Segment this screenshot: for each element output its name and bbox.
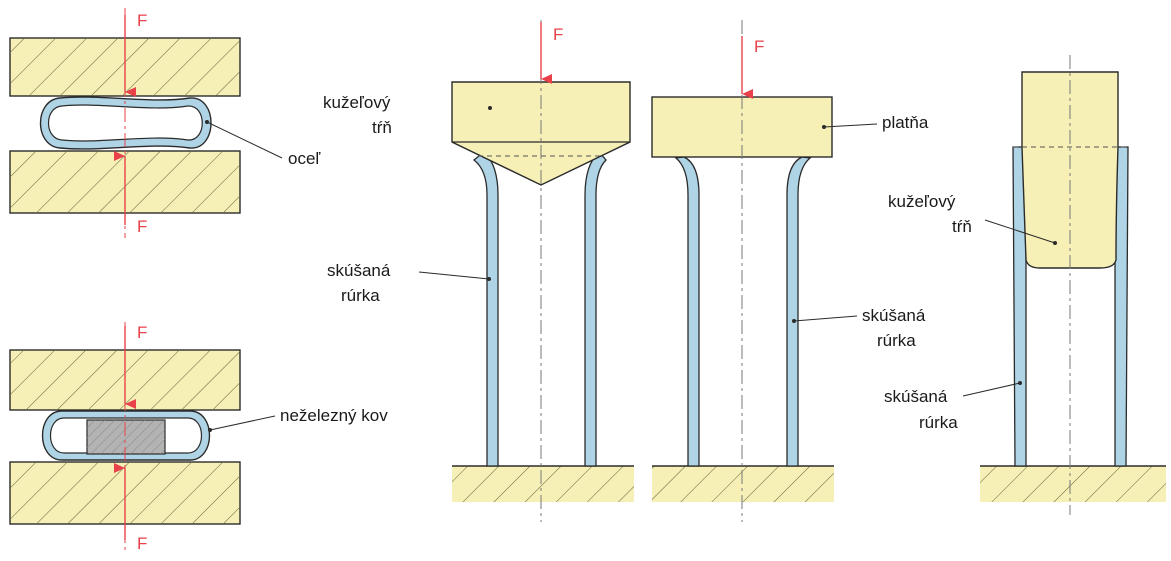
ring-expanding-test: kužeľový tŕň skúšaná rúrka [884, 55, 1166, 515]
tube-right-wall [786, 156, 812, 467]
flanging-test: F platňa skúšaná rúrka [651, 20, 929, 522]
leader-line-tube [418, 271, 490, 280]
force-label: F [754, 37, 764, 56]
leader-line-nonferrous [209, 415, 276, 431]
force-label-top: F [137, 323, 147, 342]
flattening-test-nonferrous: F F neželezný kov [9, 322, 388, 553]
flattening-test-steel: F F oceľ [9, 8, 321, 238]
leader-line-mandrel [984, 219, 1056, 244]
label-steel: oceľ [288, 149, 321, 168]
label-nonferrous: neželezný kov [280, 406, 388, 425]
tube-left-wall [674, 156, 700, 467]
label-tested-tube-line1: skúšaná [884, 387, 948, 406]
label-cone-mandrel-line1: kužeľový [888, 192, 956, 211]
tube-right-wall [584, 151, 607, 467]
label-cone-mandrel-line2: tŕň [372, 118, 392, 137]
label-tested-tube-line1: skúšaná [327, 261, 391, 280]
force-label-top: F [137, 11, 147, 30]
leader-line-plate [823, 123, 878, 128]
label-tested-tube-line2: rúrka [877, 331, 916, 350]
label-tested-tube-line2: rúrka [341, 286, 380, 305]
label-cone-mandrel-line1: kužeľový [323, 93, 391, 112]
label-cone-mandrel-line2: tŕň [952, 217, 972, 236]
force-label-bottom: F [137, 534, 147, 553]
leader-line-steel [206, 121, 283, 159]
leader-line-tube [793, 315, 858, 322]
tube-left-wall [472, 151, 499, 467]
drift-expanding-test: F kužeľový tŕň skúšaná rúrka [323, 20, 634, 522]
label-tested-tube-line2: rúrka [919, 413, 958, 432]
cone-mandrel [1021, 71, 1119, 269]
label-tested-tube-line1: skúšaná [862, 306, 926, 325]
label-plate: platňa [882, 113, 929, 132]
leader-line-tube [962, 382, 1021, 397]
force-label: F [553, 25, 563, 44]
force-label-bottom: F [137, 217, 147, 236]
